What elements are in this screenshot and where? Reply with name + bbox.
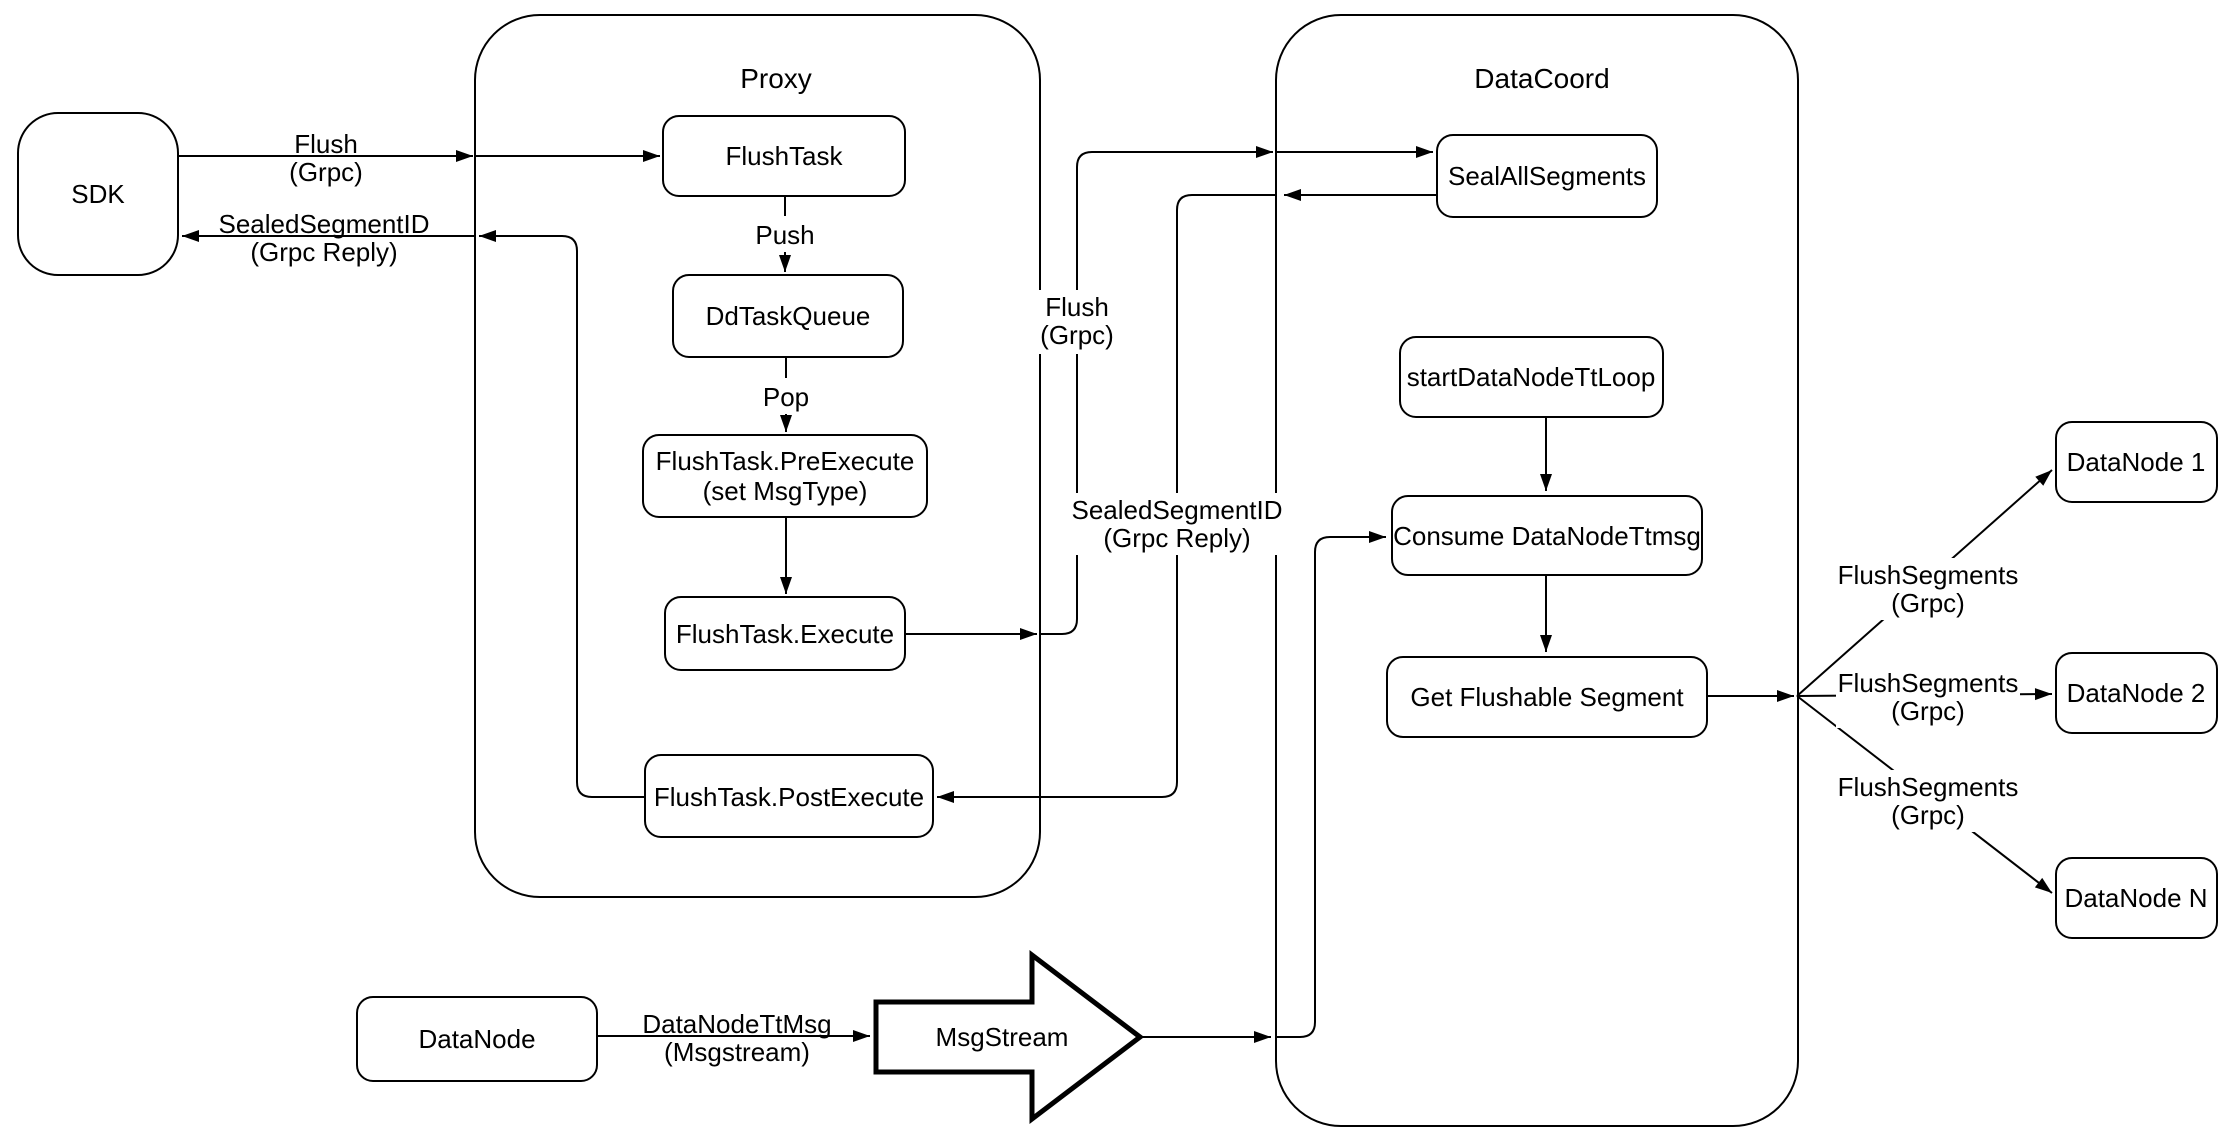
proxy-flush-label-bg xyxy=(1028,290,1126,354)
datanodettmsg-label-line2: (Msgstream) xyxy=(664,1037,810,1067)
execute-node-box xyxy=(664,596,906,671)
datanoden-node-box xyxy=(2055,857,2218,939)
proxy-reply-label-bg xyxy=(1073,493,1281,555)
execute-node-label: FlushTask.Execute xyxy=(676,619,894,649)
getflushablesegment-node: Get Flushable Segment xyxy=(1386,656,1708,738)
proxy-flush-label-line2: (Grpc) xyxy=(1040,320,1114,350)
datanode1-node: DataNode 1 xyxy=(2055,421,2218,503)
preexecute-node-box xyxy=(642,434,928,518)
flushsegments2-label-line1: FlushSegments xyxy=(1838,668,2019,698)
preexecute-node-label-line2: (set MsgType) xyxy=(703,476,868,506)
sealallsegments-node-label: SealAllSegments xyxy=(1448,161,1646,191)
flushsegments2-edge-label: FlushSegments (Grpc) xyxy=(1838,668,2019,726)
sdk-reply-label-line2: (Grpc Reply) xyxy=(250,237,397,267)
flushsegments2-label-line2: (Grpc) xyxy=(1891,696,1965,726)
flushtask-node-label: FlushTask xyxy=(725,141,843,171)
proxy-container-frame xyxy=(474,14,1041,898)
pop-label-bg xyxy=(756,378,818,414)
msgstream-block-arrow xyxy=(873,949,1145,1125)
edge-postexecute-to-proxy-border xyxy=(479,230,645,798)
proxy-reply-label-line1: SealedSegmentID xyxy=(1071,495,1282,525)
proxy-reply-label-line2: (Grpc Reply) xyxy=(1103,523,1250,553)
datanode-node-label: DataNode xyxy=(418,1024,535,1054)
proxy-container xyxy=(474,14,1041,898)
getflushablesegment-node-label: Get Flushable Segment xyxy=(1410,682,1684,712)
sealallsegments-node-box xyxy=(1436,134,1658,218)
edge-proxy-to-datacoord-flush xyxy=(1040,146,1273,635)
flushtask-node: FlushTask xyxy=(662,115,906,197)
flushsegments1-label-line2: (Grpc) xyxy=(1891,588,1965,618)
flushsegments3-label-line1: FlushSegments xyxy=(1838,772,2019,802)
flushsegments3-label-bg xyxy=(1836,770,2020,832)
execute-node: FlushTask.Execute xyxy=(664,596,906,671)
preexecute-node: FlushTask.PreExecute (set MsgType) xyxy=(642,434,928,518)
consumedatanodettmsg-node: Consume DataNodeTtmsg xyxy=(1391,495,1703,576)
consumedatanodettmsg-node-box xyxy=(1391,495,1703,576)
startdatanodettloop-node: startDataNodeTtLoop xyxy=(1399,336,1664,418)
ddtaskqueue-node-box xyxy=(672,274,904,358)
datacoord-container xyxy=(1275,14,1799,1127)
datanode-node-box xyxy=(356,996,598,1082)
sealallsegments-node: SealAllSegments xyxy=(1436,134,1658,218)
flushsegments3-edge-label: FlushSegments (Grpc) xyxy=(1838,772,2019,830)
sdk-flush-edge-label: Flush (Grpc) xyxy=(289,129,363,187)
ddtaskqueue-node: DdTaskQueue xyxy=(672,274,904,358)
sdk-reply-edge-label: SealedSegmentID (Grpc Reply) xyxy=(218,209,429,267)
sdk-node: SDK xyxy=(17,112,179,276)
postexecute-node-box xyxy=(644,754,934,838)
push-label-bg xyxy=(753,216,817,252)
startdatanodettloop-node-box xyxy=(1399,336,1664,418)
preexecute-node-label-line1: FlushTask.PreExecute xyxy=(656,446,915,476)
proxy-flush-edge-label: Flush (Grpc) xyxy=(1040,292,1114,350)
flushsegments1-label-line1: FlushSegments xyxy=(1838,560,2019,590)
flushsegments1-label-bg xyxy=(1836,558,2020,620)
edge-datacoord-to-consume xyxy=(1276,531,1386,1038)
datanode1-node-label: DataNode 1 xyxy=(2067,447,2206,477)
proxy-title: Proxy xyxy=(740,63,812,94)
datacoord-title: DataCoord xyxy=(1474,63,1609,94)
datanoden-node: DataNode N xyxy=(2055,857,2218,939)
proxy-reply-edge-label: SealedSegmentID (Grpc Reply) xyxy=(1071,495,1282,553)
flushsegments2-label-bg xyxy=(1836,666,2020,728)
msgstream-node-label: MsgStream xyxy=(936,1022,1069,1052)
datanode-node: DataNode xyxy=(356,996,598,1082)
postexecute-node: FlushTask.PostExecute xyxy=(644,754,934,838)
startdatanodettloop-node-label: startDataNodeTtLoop xyxy=(1407,362,1656,392)
datanodettmsg-edge-label: DataNodeTtMsg (Msgstream) xyxy=(642,1009,831,1067)
getflushablesegment-node-box xyxy=(1386,656,1708,738)
datanode2-node: DataNode 2 xyxy=(2055,652,2218,734)
proxy-flush-label-line1: Flush xyxy=(1045,292,1109,322)
datanodettmsg-label-line1: DataNodeTtMsg xyxy=(642,1009,831,1039)
flushtask-node-box xyxy=(662,115,906,197)
consumedatanodettmsg-node-label: Consume DataNodeTtmsg xyxy=(1393,521,1701,551)
sdk-reply-label-line1: SealedSegmentID xyxy=(218,209,429,239)
datanoden-node-label: DataNode N xyxy=(2064,883,2207,913)
datanode2-node-label: DataNode 2 xyxy=(2067,678,2206,708)
datanode1-node-box xyxy=(2055,421,2218,503)
flushsegments1-edge-label: FlushSegments (Grpc) xyxy=(1838,560,2019,618)
datacoord-container-frame xyxy=(1275,14,1799,1127)
sdk-node-box xyxy=(17,112,179,276)
pop-edge-label: Pop xyxy=(763,382,809,412)
sdk-flush-label-line2: (Grpc) xyxy=(289,157,363,187)
push-edge-label: Push xyxy=(755,220,814,250)
flushsegments3-label-line2: (Grpc) xyxy=(1891,800,1965,830)
sdk-node-label: SDK xyxy=(71,179,125,209)
postexecute-node-label: FlushTask.PostExecute xyxy=(654,782,924,812)
ddtaskqueue-node-label: DdTaskQueue xyxy=(706,301,871,331)
msgstream-node: MsgStream xyxy=(873,949,1145,1125)
sdk-flush-label-line1: Flush xyxy=(294,129,358,159)
datanode2-node-box xyxy=(2055,652,2218,734)
